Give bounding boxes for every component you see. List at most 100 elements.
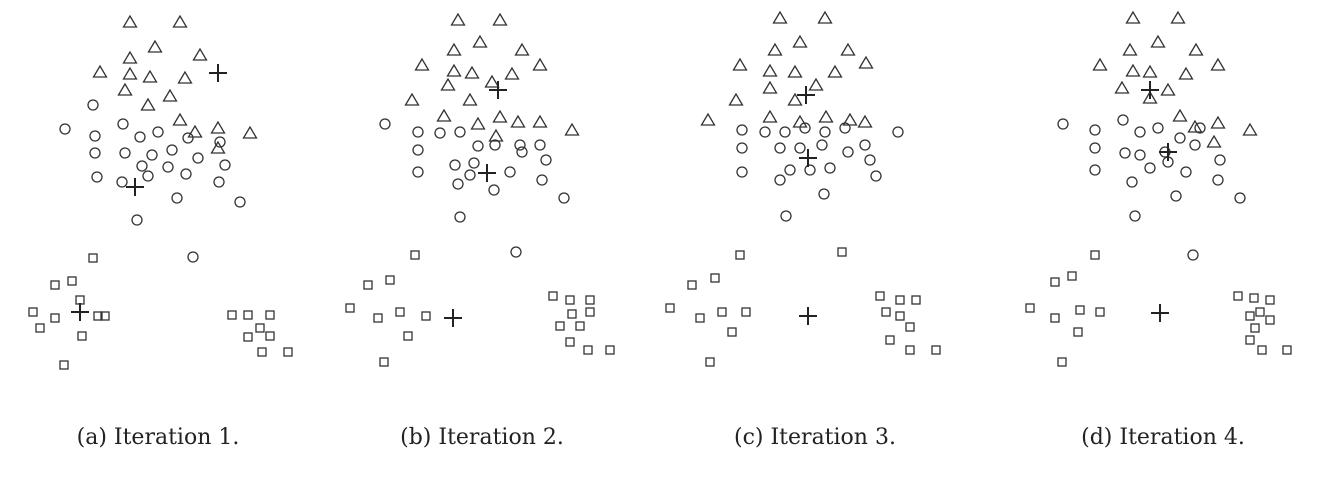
triangle-point — [210, 140, 226, 154]
centroid-marker — [444, 309, 462, 327]
square-point — [837, 247, 847, 257]
triangle-point — [514, 42, 530, 56]
square-point — [905, 345, 915, 355]
square-point — [717, 307, 727, 317]
triangle-point — [1172, 108, 1188, 122]
square-point — [1073, 327, 1083, 337]
square-point — [265, 310, 275, 320]
square-point — [1075, 305, 1085, 315]
triangle-point — [762, 109, 778, 123]
square-point — [895, 295, 905, 305]
square-point — [363, 280, 373, 290]
square-point — [1233, 291, 1243, 301]
circle-point — [892, 126, 904, 138]
circle-point — [166, 144, 178, 156]
caption-c: (c) Iteration 3. — [734, 425, 896, 450]
square-point — [1265, 295, 1275, 305]
triangle-point — [504, 66, 520, 80]
square-point — [605, 345, 615, 355]
triangle-point — [414, 57, 430, 71]
triangle-point — [470, 116, 486, 130]
circle-point — [516, 146, 528, 158]
square-point — [885, 335, 895, 345]
triangle-point — [162, 88, 178, 102]
square-point — [1282, 345, 1292, 355]
triangle-point — [792, 114, 808, 128]
square-point — [255, 323, 265, 333]
triangle-point — [92, 64, 108, 78]
triangle-point — [1142, 90, 1158, 104]
triangle-point — [792, 34, 808, 48]
triangle-point — [1206, 134, 1222, 148]
triangle-point — [1242, 122, 1258, 136]
circle-point — [489, 139, 501, 151]
square-point — [911, 295, 921, 305]
triangle-point — [1178, 66, 1194, 80]
square-point — [1250, 323, 1260, 333]
circle-point — [91, 171, 103, 183]
square-point — [585, 295, 595, 305]
panel-d — [1025, 10, 1292, 367]
square-point — [257, 347, 267, 357]
square-point — [75, 295, 85, 305]
circle-point — [816, 139, 828, 151]
square-point — [548, 291, 558, 301]
circle-point — [1144, 162, 1156, 174]
triangle-point — [172, 14, 188, 28]
circle-point — [192, 152, 204, 164]
triangle-point — [446, 42, 462, 56]
square-point — [67, 276, 77, 286]
triangle-point — [1210, 57, 1226, 71]
circle-point — [213, 176, 225, 188]
square-point — [88, 253, 98, 263]
triangle-point — [488, 128, 504, 142]
triangle-point — [857, 114, 873, 128]
triangle-point — [1092, 57, 1108, 71]
triangle-point — [187, 124, 203, 138]
centroid-marker — [478, 164, 496, 182]
panels — [28, 10, 1292, 370]
square-point — [931, 345, 941, 355]
circle-point — [1129, 210, 1141, 222]
circle-point — [759, 126, 771, 138]
triangle-point — [122, 66, 138, 80]
circle-point — [779, 126, 791, 138]
square-point — [243, 310, 253, 320]
square-point — [345, 303, 355, 313]
centroid-marker — [1159, 143, 1177, 161]
triangle-point — [492, 109, 508, 123]
circle-point — [1187, 249, 1199, 261]
square-point — [227, 310, 237, 320]
square-point — [1245, 311, 1255, 321]
square-point — [379, 357, 389, 367]
triangle-point — [472, 34, 488, 48]
square-point — [1090, 250, 1100, 260]
circle-point — [412, 144, 424, 156]
circle-point — [794, 142, 806, 154]
circle-point — [736, 166, 748, 178]
circle-point — [454, 211, 466, 223]
square-point — [1025, 303, 1035, 313]
circle-point — [1057, 118, 1069, 130]
triangle-point — [404, 92, 420, 106]
circle-point — [472, 140, 484, 152]
square-point — [243, 332, 253, 342]
triangle-point — [510, 114, 526, 128]
triangle-point — [1188, 42, 1204, 56]
circle-point — [1174, 132, 1186, 144]
circle-point — [784, 164, 796, 176]
square-point — [575, 321, 585, 331]
circle-point — [1212, 174, 1224, 186]
triangle-point — [1114, 80, 1130, 94]
circle-point — [1117, 114, 1129, 126]
circle-point — [774, 174, 786, 186]
circle-point — [1089, 164, 1101, 176]
circle-point — [234, 196, 246, 208]
triangle-point — [436, 108, 452, 122]
triangle-point — [192, 47, 208, 61]
circle-point — [449, 159, 461, 171]
triangle-point — [767, 42, 783, 56]
circle-point — [452, 178, 464, 190]
square-point — [77, 331, 87, 341]
